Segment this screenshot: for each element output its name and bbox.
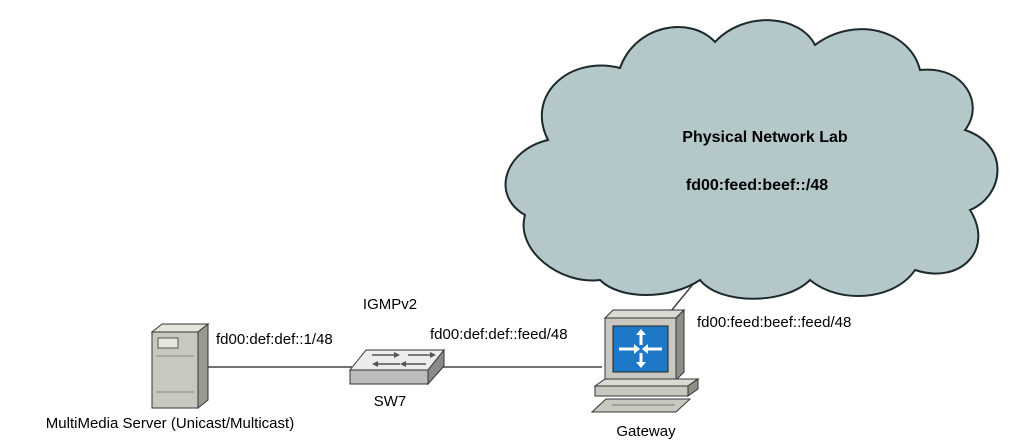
cloud-title: Physical Network Lab <box>682 129 848 146</box>
router-workstation-icon <box>590 308 700 413</box>
switch-icon <box>348 348 446 386</box>
switch-protocol: IGMPv2 <box>363 296 417 313</box>
cloud-prefix: fd00:feed:beef::/48 <box>686 177 828 194</box>
server-name: MultiMedia Server (Unicast/Multicast) <box>46 415 294 432</box>
server-address: fd00:def:def::1/48 <box>216 331 333 348</box>
switch-name: SW7 <box>374 393 407 410</box>
cloud-physical-network-lab: Physical Network Lab fd00:feed:beef::/48 <box>504 19 999 300</box>
gateway-wan-address: fd00:feed:beef::feed/48 <box>697 314 851 331</box>
cloud-shape <box>504 19 999 300</box>
gateway-name: Gateway <box>616 423 676 440</box>
gateway-lan-address: fd00:def:def::feed/48 <box>430 326 568 343</box>
server-icon <box>150 322 210 410</box>
